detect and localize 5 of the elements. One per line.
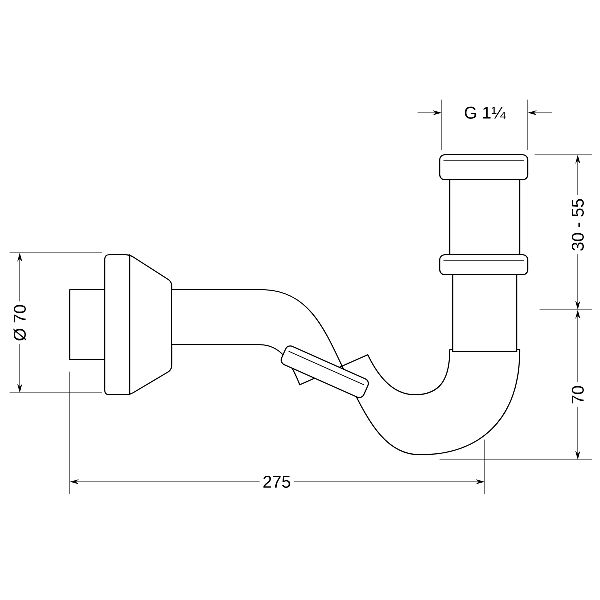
dimension-text: Ø 70 xyxy=(10,302,30,344)
dimension-text: G 1¼ xyxy=(461,104,509,122)
dimension-text: 70 xyxy=(568,382,588,408)
dimension-text: 30 - 55 xyxy=(568,196,588,254)
dimension-text: 275 xyxy=(260,473,294,492)
